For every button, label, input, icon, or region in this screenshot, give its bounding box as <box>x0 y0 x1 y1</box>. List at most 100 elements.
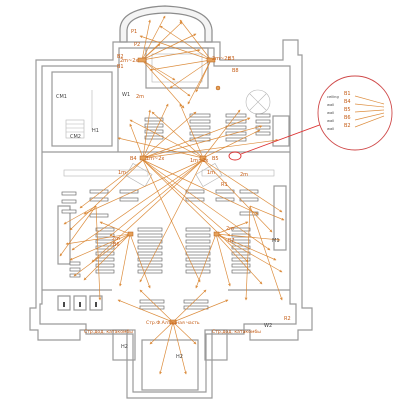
ray-low-left-3 <box>119 233 131 287</box>
ray-mid-left-down-6 <box>142 159 259 215</box>
label-cm1: CM1 <box>56 94 67 100</box>
ray-mid-left-up-1 <box>142 103 169 159</box>
label-b3: B3 <box>228 56 235 62</box>
ray-mid-right-down-5 <box>202 159 273 233</box>
speaker-mid-right <box>199 155 207 161</box>
label-bottom-left: Стр.дод. катакомбы <box>84 329 133 335</box>
detail-label-b1: B1 <box>344 91 351 97</box>
housing-right <box>195 163 223 187</box>
outer-shell <box>29 39 313 399</box>
speaker-mid-left <box>139 155 147 161</box>
detail-label-b4: B6 <box>344 115 351 121</box>
label-spk-2m-lower-r: 2m <box>226 226 234 232</box>
speakers <box>127 57 221 325</box>
ray-bottom-0 <box>149 321 174 345</box>
label-h1: H1 <box>92 128 99 134</box>
plan-labels: P1 P2 B1 B2 B3 B4 B5 B6 B7 B8 R1 R2 W1 W… <box>56 29 291 360</box>
ray-mid-right-up-4 <box>202 109 241 159</box>
staircase <box>65 90 93 139</box>
ray-top-right-0 <box>179 19 212 61</box>
label-spk-2m-a: 2m <box>136 94 144 100</box>
label-bottom-center: Стр.Ф.Алтарная часть <box>146 320 200 326</box>
housing-left <box>125 163 153 187</box>
highlight-mark <box>228 151 242 161</box>
label-spk-2m-b: 2m <box>240 172 248 178</box>
detail-text-2: wall <box>327 103 334 107</box>
ray-low-right-2 <box>215 233 263 285</box>
ray-low-left-2 <box>83 233 131 281</box>
ray-mid-left-up-4 <box>142 125 263 159</box>
left-room <box>51 71 113 147</box>
pews-lower-right <box>231 227 251 274</box>
ray-mid-right-up-2 <box>129 119 204 159</box>
ray-mid-left-down-0 <box>142 159 231 237</box>
label-spk-top: 2m~2x <box>212 56 230 62</box>
ray-low-right-4 <box>195 233 217 289</box>
inner-shell <box>39 47 297 393</box>
label-b4: B4 <box>130 156 137 162</box>
speaker-top-right <box>206 57 216 63</box>
pews-lower-center-right <box>185 227 211 274</box>
ray-low-right-1 <box>215 233 281 242</box>
ray-low-left-4 <box>129 233 151 289</box>
entrance-vestibule <box>141 339 199 391</box>
ray-aisle-right-2 <box>244 205 251 301</box>
ray-low-right-5 <box>215 221 249 235</box>
speaker-dome <box>215 85 221 91</box>
detail-callout: B1 B4 B5 B6 B2 ceiling wall wall wall wa… <box>317 75 393 151</box>
label-spk-mid-l: 1m~2x <box>146 156 164 162</box>
detail-label-b3: B5 <box>344 107 351 113</box>
right-gallery <box>273 185 287 251</box>
ray-bottom-1 <box>172 321 197 345</box>
label-p1: P1 <box>131 29 137 35</box>
ray-top-right-2 <box>139 35 212 61</box>
ray-mid-left-down-4 <box>79 159 144 209</box>
ray-top-left-3 <box>141 33 197 61</box>
label-spk-1m-r: 1m <box>207 170 215 176</box>
label-r1: R1 <box>221 182 228 188</box>
pews-upper-mid <box>189 113 247 142</box>
ray-top-left-0 <box>141 19 151 61</box>
altar-inner <box>151 53 203 83</box>
dome-cross-b <box>249 93 267 111</box>
bottom-benches <box>139 299 209 310</box>
ray-top-left-1 <box>141 15 166 61</box>
detail-rays <box>354 95 385 128</box>
ray-mid-right-down-2 <box>71 159 204 251</box>
toilet-mark-3 <box>95 302 97 307</box>
label-b2: B2 <box>117 54 124 60</box>
ray-top-left-8 <box>141 59 185 109</box>
pews-upper-right <box>255 113 271 136</box>
label-spk-mid-r: 1m~2x <box>190 158 208 164</box>
pews <box>61 113 271 310</box>
toilet-2 <box>73 295 87 311</box>
ray-aisle-right-1 <box>249 205 283 301</box>
top-apse <box>119 5 213 43</box>
sound-rays <box>59 15 285 375</box>
toilet-mark-1 <box>63 302 65 307</box>
speaker-top-left <box>137 57 147 63</box>
entrance-left-bay <box>112 329 136 361</box>
highlight-leader <box>240 119 334 155</box>
label-spk-left: 2m~2x <box>120 58 138 64</box>
label-b1: B1 <box>117 64 124 70</box>
ray-bottom-2 <box>117 299 174 323</box>
label-h2-left: H2 <box>121 344 128 350</box>
ray-aisle-left-2 <box>95 205 102 301</box>
label-w1: W1 <box>122 92 130 98</box>
ray-mid-right-up-3 <box>117 137 204 159</box>
detail-text-3: wall <box>327 111 334 115</box>
ray-bottom-4 <box>159 321 174 375</box>
ray-low-left-0 <box>69 233 131 261</box>
ray-mid-left-up-3 <box>142 117 251 159</box>
toilet-3 <box>89 295 103 311</box>
detail-text-1: ceiling <box>327 95 339 99</box>
label-b8: B8 <box>232 68 239 74</box>
ray-top-left-5 <box>141 43 161 61</box>
speaker-lower-left <box>127 231 134 237</box>
label-b7: B7 <box>228 238 235 244</box>
entrance-right-bay <box>204 329 228 361</box>
label-spk-2m-lower: 2m <box>112 236 120 242</box>
housing-left-band <box>63 169 149 177</box>
ray-low-right-0 <box>215 233 277 261</box>
